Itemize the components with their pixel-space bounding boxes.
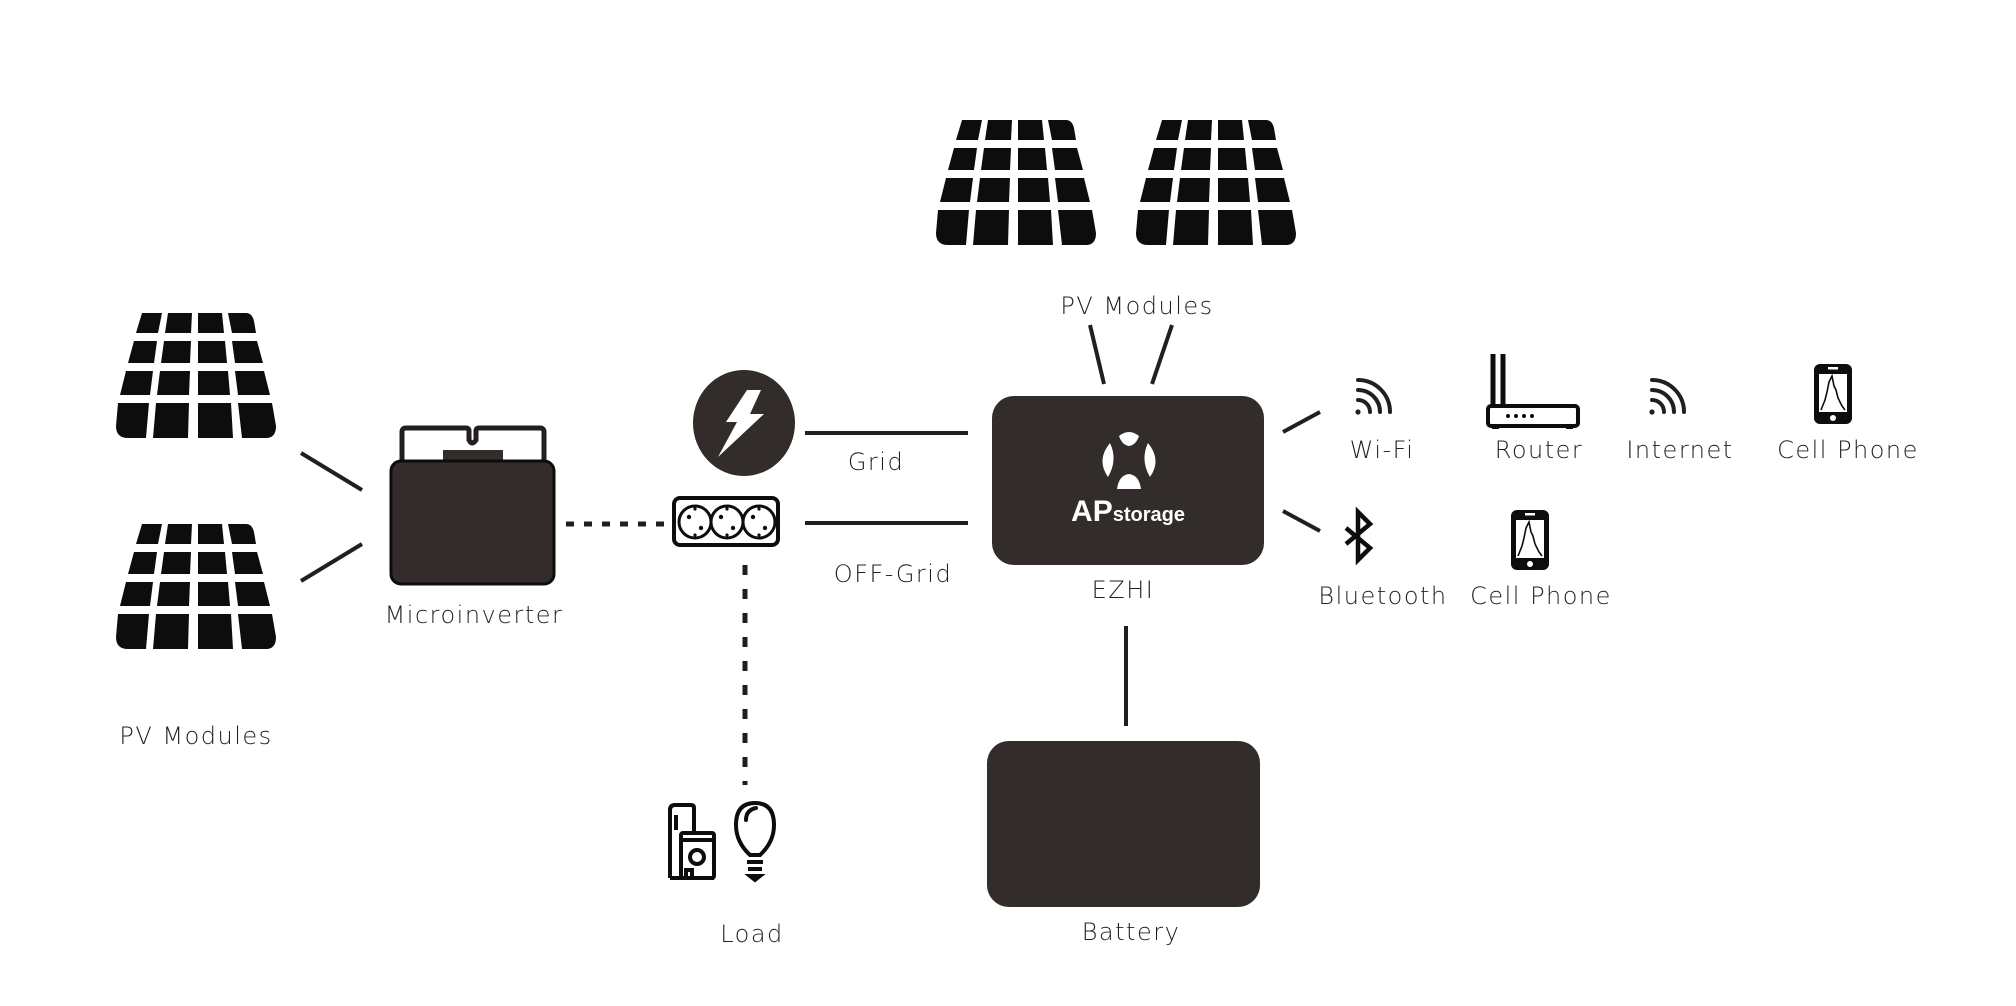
line-ezhi-bluetooth <box>1282 509 1321 533</box>
pv-module-left-1 <box>116 313 276 438</box>
label-grid: Grid <box>847 448 905 476</box>
wifi-icon <box>1353 378 1392 417</box>
label-off-grid: OFF-Grid <box>833 560 953 588</box>
connection-lines <box>299 324 1321 785</box>
label-cell-phone-2: Cell Phone <box>1470 582 1612 610</box>
ezhi-device <box>992 396 1264 565</box>
bluetooth-icon <box>1344 506 1374 566</box>
pv-module-top-1 <box>936 120 1096 245</box>
label-router: Router <box>1494 436 1584 464</box>
line-pv-top-ezhi-2 <box>1150 324 1174 385</box>
label-internet: Internet <box>1626 436 1734 464</box>
router-icon <box>1486 354 1580 429</box>
label-cell-phone-1: Cell Phone <box>1777 436 1919 464</box>
line-pv-top-ezhi-1 <box>1088 324 1106 385</box>
light-bulb-icon <box>733 800 777 883</box>
grid-lightning-icon <box>693 370 795 476</box>
line-pv1-microinverter <box>299 451 364 492</box>
label-wifi: Wi-Fi <box>1349 436 1415 464</box>
appliance-icon <box>668 803 716 880</box>
label-microinverter: Microinverter <box>384 601 564 629</box>
pv-module-top-2 <box>1136 120 1296 245</box>
line-ezhi-wifi <box>1282 410 1321 434</box>
brand-storage: storage <box>1112 504 1185 526</box>
internet-icon <box>1647 378 1686 417</box>
pv-module-left-2 <box>116 524 276 649</box>
battery-icon <box>987 741 1260 907</box>
label-load: Load <box>720 920 784 948</box>
apsystems-logo-icon <box>1102 432 1156 489</box>
label-bluetooth: Bluetooth <box>1318 582 1448 610</box>
cell-phone-icon-2 <box>1510 509 1550 571</box>
label-pv-modules-left: PV Modules <box>119 722 273 750</box>
microinverter-icon <box>389 425 556 586</box>
label-battery: Battery <box>1081 918 1181 946</box>
line-pv2-microinverter <box>299 542 364 583</box>
label-pv-modules-top: PV Modules <box>1060 292 1214 320</box>
label-ezhi: EZHI <box>1091 576 1155 604</box>
power-strip-icon <box>672 496 780 547</box>
brand-ap: AP <box>1071 495 1113 528</box>
cell-phone-icon-1 <box>1813 363 1853 425</box>
apstorage-brand: APstorage <box>1071 495 1185 529</box>
